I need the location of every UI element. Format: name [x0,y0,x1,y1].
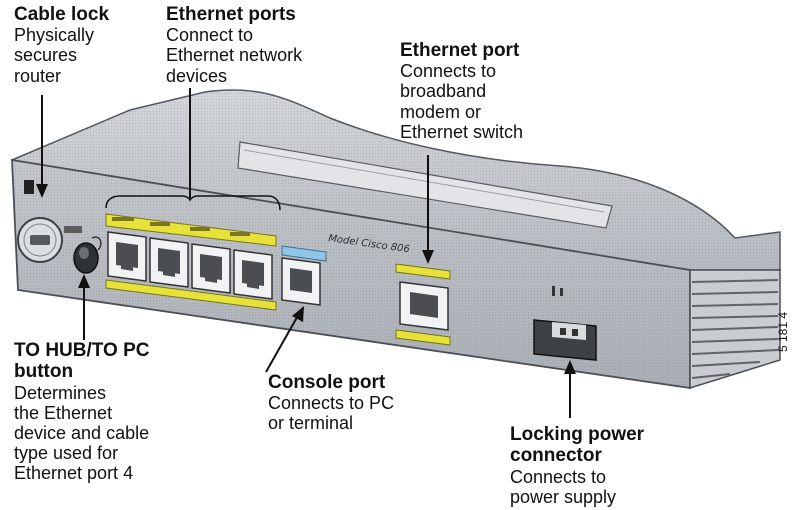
console-port [281,257,321,306]
callout-description: Connects to power supply [510,466,617,507]
ethernet-port-3 [191,243,231,294]
ethernet-port-4 [233,249,273,300]
callout-description: Connects to PC or terminal [268,393,395,434]
callout-title: Locking power connector [510,424,645,467]
figure-number: 5 181 4 [776,311,790,352]
callout-title: Console port [268,372,386,393]
callout-console-port: Console port Connects to PC or terminal [268,372,394,434]
callout-title: Ethernet port [400,40,520,61]
callout-locking-power: Locking power connector Connects to powe… [510,424,644,507]
callout-ethernet-ports: Ethernet ports Connect to Ethernet netwo… [166,4,302,86]
callout-ethernet-port: Ethernet port Connects to broadband mode… [400,40,523,142]
wan-ethernet-port [399,281,449,331]
callout-description: Physically secures router [14,25,95,86]
callout-description: Connect to Ethernet network devices [166,25,303,86]
callout-title: Ethernet ports [166,4,296,25]
callout-title: TO HUB/TO PC button [14,340,150,383]
power-connector [533,286,597,361]
callout-description: Connects to broadband modem or Ethernet … [400,61,524,142]
ethernet-port-1 [107,231,147,282]
top-slot [237,141,613,229]
callout-title: Cable lock [14,4,110,25]
hub-pc-button [64,226,102,274]
leader-lines [36,88,576,418]
ethernet-port-2 [149,237,189,288]
callout-cable-lock: Cable lock Physically secures router [14,4,109,86]
cable-lock [17,180,63,263]
callout-description: Determines the Ethernet device and cable… [14,382,150,484]
callout-hub-pc-button: TO HUB/TO PC button Determines the Ether… [14,340,149,483]
console-label-band [281,245,327,262]
cooling-fins [691,279,779,379]
